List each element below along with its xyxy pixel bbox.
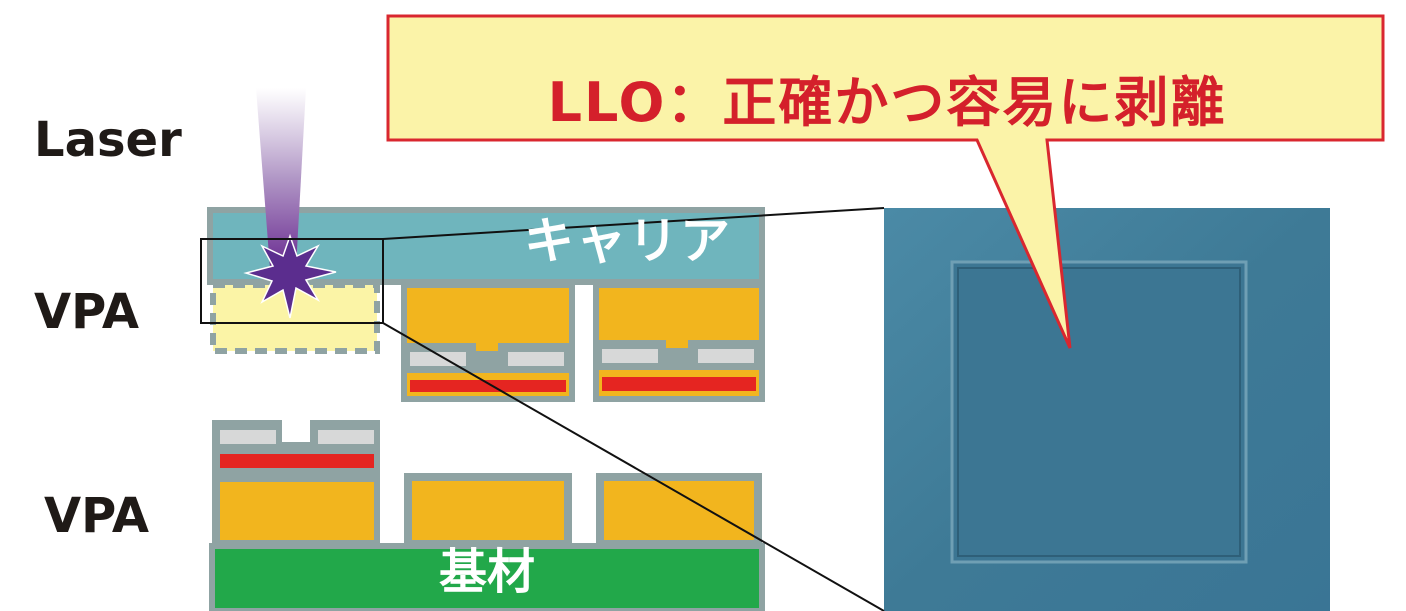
laser-label: Laser bbox=[34, 112, 182, 168]
laser-burst-icon bbox=[243, 233, 337, 319]
callout-bubble bbox=[386, 14, 1385, 349]
callout-text: LLO：正確かつ容易に剥離 bbox=[547, 70, 1227, 134]
top-chip-1 bbox=[401, 282, 575, 402]
substrate-label: 基材 bbox=[438, 544, 535, 600]
zoom-line-top bbox=[382, 207, 885, 240]
vpa-top-label: VPA bbox=[34, 284, 140, 340]
bottom-stack bbox=[209, 420, 765, 611]
carrier-label: キャリア bbox=[524, 212, 732, 270]
substrate-layer bbox=[209, 543, 765, 611]
zoom-box bbox=[200, 238, 384, 324]
laser-beam bbox=[256, 88, 306, 268]
vpa-bottom-label: VPA bbox=[44, 488, 150, 544]
peeled-chip-outline bbox=[950, 260, 1248, 564]
zoom-line-bottom bbox=[382, 322, 885, 611]
microscope-photo bbox=[884, 208, 1330, 611]
top-chip-2 bbox=[593, 282, 765, 402]
